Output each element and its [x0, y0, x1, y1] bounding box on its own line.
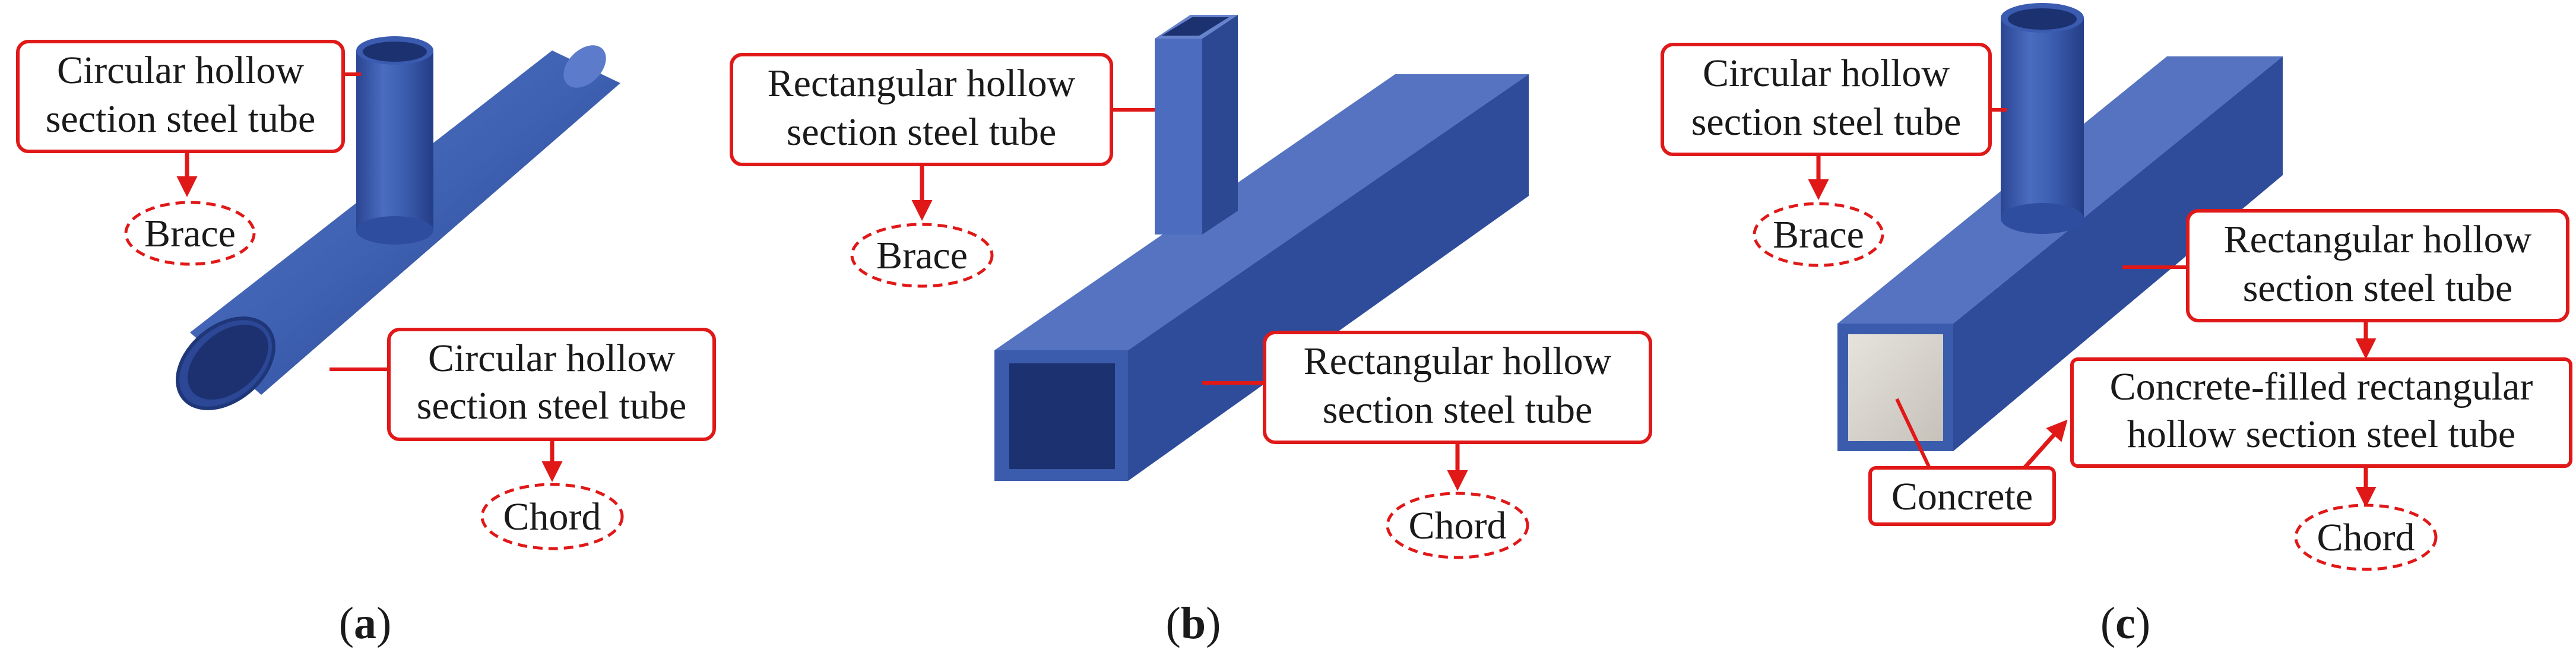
circular-brace-base [356, 216, 433, 245]
callout-brace-tube-c: Circular hollow section steel tube [1661, 43, 2007, 200]
brace-label-b: Brace [850, 223, 994, 288]
brace-label-c: Brace [1753, 202, 1884, 267]
chord-label-b: Chord [1386, 492, 1529, 559]
rect-brace-opening [1162, 17, 1229, 36]
callout-line-2: section steel tube [787, 110, 1057, 154]
rect-brace-front-face [1155, 39, 1202, 235]
circular-brace-opening [363, 42, 427, 62]
dashed-ellipse [1386, 492, 1529, 559]
rect-brace-side-face [1202, 15, 1238, 235]
callout-line-2: section steel tube [1691, 100, 1962, 144]
brace-label-a: Brace [124, 201, 256, 266]
circular-brace-opening [2008, 8, 2077, 30]
circular-chord-far-end [563, 45, 606, 88]
rect-chord-opening [1009, 363, 1115, 469]
panel-c: Circular hollow section steel tube Brace… [1661, 3, 2572, 648]
circular-brace-tube-c [2001, 3, 2084, 234]
subcaption-c: (c) [2100, 598, 2150, 648]
dashed-ellipse [124, 201, 256, 266]
subcaption-a: (a) [339, 598, 392, 648]
circular-brace-body [2001, 18, 2084, 220]
panel-a: Circular hollow section steel tube Brace… [16, 36, 716, 648]
callout-box [2186, 209, 2569, 322]
callout-chord-tube-b: Rectangular hollow section steel tube [1202, 331, 1652, 491]
concrete-core [1848, 334, 1943, 441]
circular-brace-tube [356, 36, 433, 245]
callout-brace-tube-b: Rectangular hollow section steel tube [730, 53, 1155, 221]
rect-chord-side-face [1128, 74, 1529, 481]
panel-b: Rectangular hollow section steel tube Br… [730, 15, 1652, 648]
callout-line-2: section steel tube [417, 384, 687, 427]
dashed-ellipse [850, 223, 994, 288]
rectangular-chord-tube [994, 74, 1529, 481]
callout-line-1: Circular hollow [428, 337, 675, 380]
callout-line-1: Circular hollow [1703, 52, 1950, 95]
callout-line-2: section steel tube [2243, 267, 2513, 310]
leader-to-core [1895, 398, 1931, 469]
callout-brace-tube-a: Circular hollow section steel tube [16, 40, 361, 197]
callout-chord-tube-c: Rectangular hollow section steel tube [2122, 209, 2569, 359]
dashed-ellipse [1753, 202, 1884, 267]
callout-infill-tube-c: Concrete-filled rectangular hollow secti… [2070, 357, 2572, 508]
circular-brace-body [356, 50, 433, 232]
subcaption-b: (b) [1166, 598, 1221, 648]
callout-line-1: Rectangular hollow [768, 62, 1076, 105]
chord-label: Chord [1409, 504, 1507, 547]
chord-label-c: Chord [2294, 503, 2438, 571]
circular-brace-base [2001, 203, 2084, 234]
brace-label: Brace [1773, 213, 1864, 256]
callout-concrete-c: Concrete [1868, 398, 2068, 526]
callout-line-2: hollow section steel tube [2127, 413, 2515, 456]
callout-line-2: section steel tube [1323, 388, 1593, 432]
chord-label: Chord [2317, 516, 2415, 559]
dashed-ellipse [2294, 503, 2438, 571]
rectangular-brace-tube [1155, 15, 1238, 235]
concrete-label: Concrete [1891, 475, 2033, 518]
callout-box [1868, 466, 2056, 526]
brace-label: Brace [876, 234, 968, 277]
callout-box [16, 40, 345, 153]
callout-line-1: Rectangular hollow [2224, 218, 2532, 261]
callout-box [1661, 43, 1992, 156]
chord-label-a: Chord [480, 483, 624, 550]
callout-line-1: Circular hollow [57, 49, 304, 92]
circular-chord-inner-wall [188, 324, 268, 400]
callout-line-1: Concrete-filled rectangular [2110, 365, 2533, 408]
chord-label: Chord [503, 495, 601, 538]
callout-line-1: Rectangular hollow [1304, 340, 1612, 383]
callout-box [2070, 357, 2572, 468]
leader-to-infill [2023, 419, 2068, 470]
callout-chord-tube-a: Circular hollow section steel tube [329, 328, 716, 482]
brace-label: Brace [144, 212, 236, 255]
callout-line-2: section steel tube [46, 97, 316, 141]
cfst-chord-side-face [1953, 56, 2283, 451]
dashed-ellipse [480, 483, 624, 550]
rect-chord-top-face [994, 74, 1529, 350]
